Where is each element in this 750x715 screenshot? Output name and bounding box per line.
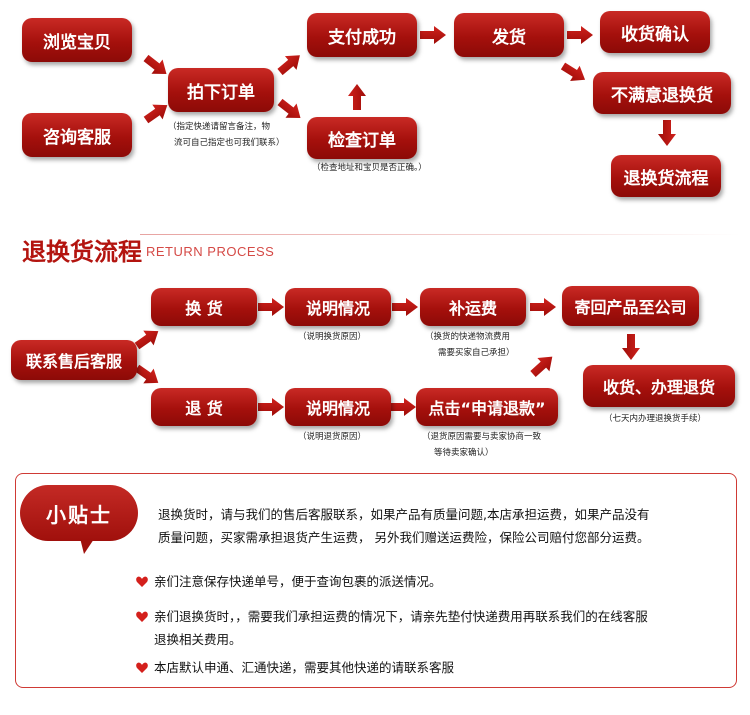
order-note-2: 流可自己指定也可我们联系） bbox=[174, 138, 285, 148]
node-exchange: 换 货 bbox=[151, 288, 257, 326]
node-send-back: 寄回产品至公司 bbox=[562, 286, 699, 326]
node-receive-label: 收货确认 bbox=[621, 24, 689, 45]
node-unhappy: 不满意退换货 bbox=[593, 72, 731, 114]
node-paid: 支付成功 bbox=[307, 13, 417, 57]
tip-3-line-2: 退换相关费用。 bbox=[154, 632, 242, 647]
node-apply-refund-label: 点击“申请退款” bbox=[428, 399, 546, 418]
node-ship-label: 发货 bbox=[492, 27, 526, 48]
tips-badge: 小贴士 bbox=[20, 485, 138, 541]
node-send-back-label: 寄回产品至公司 bbox=[574, 298, 687, 317]
node-consult: 咨询客服 bbox=[22, 113, 132, 157]
order-note-1: （指定快递请留言备注，物 bbox=[168, 122, 271, 132]
tip-2: 亲们注意保存快递单号，便于查询包裹的派送情况。 bbox=[154, 574, 442, 589]
node-finish-label: 收货、办理退货 bbox=[602, 378, 715, 397]
freight-note-2: 需要买家自己承担） bbox=[438, 348, 515, 358]
node-exchange-label: 换 货 bbox=[185, 299, 223, 318]
node-check: 检查订单 bbox=[307, 117, 417, 159]
node-explain-exchange: 说明情况 bbox=[285, 288, 391, 326]
node-explain-exchange-label: 说明情况 bbox=[305, 299, 370, 318]
node-explain-refund-label: 说明情况 bbox=[305, 399, 370, 418]
apply-note-1: （退货原因需要与卖家协商一致 bbox=[422, 432, 542, 442]
node-return-flow: 退换货流程 bbox=[611, 155, 721, 197]
tip-3-line-1: 亲们退换货时，，需要我们承担运费的情况下，请亲先垫付快递费用再联系我们的在线客服 bbox=[154, 609, 648, 624]
section-title-cn: 退换货流程 bbox=[22, 238, 142, 266]
tips-badge-label: 小贴士 bbox=[46, 502, 112, 527]
node-receive: 收货确认 bbox=[600, 11, 710, 53]
finish-note: （七天内办理退换货手续） bbox=[604, 414, 707, 424]
check-note: （检查地址和宝贝是否正确。） bbox=[312, 163, 427, 173]
node-unhappy-label: 不满意退换货 bbox=[611, 85, 713, 106]
node-explain-refund: 说明情况 bbox=[285, 388, 391, 426]
explain-exchange-note: （说明换货原因） bbox=[298, 332, 367, 342]
node-ship: 发货 bbox=[454, 13, 564, 57]
node-apply-refund: 点击“申请退款” bbox=[416, 388, 558, 426]
section-title: 退换货流程 RETURN PROCESS bbox=[22, 232, 274, 267]
node-freight: 补运费 bbox=[420, 288, 526, 326]
node-check-label: 检查订单 bbox=[328, 130, 396, 151]
node-freight-label: 补运费 bbox=[448, 299, 497, 318]
tip-1-line-2: 质量问题，买家需承担退货产生运费， 另外我们赠送运费险，保险公司赔付您部分运费。 bbox=[158, 530, 650, 545]
section-title-en: RETURN PROCESS bbox=[146, 244, 275, 259]
node-finish: 收货、办理退货 bbox=[583, 365, 735, 407]
tip-4: 本店默认申通、汇通快递，需要其他快递的请联系客服 bbox=[154, 660, 455, 675]
explain-refund-note: （说明退货原因） bbox=[298, 432, 367, 442]
node-consult-label: 咨询客服 bbox=[43, 127, 111, 148]
node-contact-service: 联系售后客服 bbox=[11, 340, 137, 380]
node-order-label: 拍下订单 bbox=[187, 82, 255, 103]
section-divider bbox=[140, 234, 740, 235]
node-paid-label: 支付成功 bbox=[328, 27, 396, 48]
node-order: 拍下订单 bbox=[168, 68, 274, 112]
node-browse-label: 浏览宝贝 bbox=[43, 32, 111, 53]
tip-1-line-1: 退换货时，请与我们的售后客服联系，如果产品有质量问题,本店承担运费，如果产品没有 bbox=[158, 507, 650, 522]
heart-icon bbox=[136, 611, 148, 622]
freight-note-1: （换货的快递物流费用 bbox=[425, 332, 511, 342]
node-return-flow-label: 退换货流程 bbox=[623, 168, 709, 189]
node-contact-label: 联系售后客服 bbox=[25, 352, 122, 371]
heart-icon bbox=[136, 662, 148, 673]
node-browse: 浏览宝贝 bbox=[22, 18, 132, 62]
apply-note-2: 等待卖家确认） bbox=[434, 448, 494, 458]
heart-icon bbox=[136, 576, 148, 587]
node-refund-label: 退 货 bbox=[185, 399, 223, 418]
node-refund: 退 货 bbox=[151, 388, 257, 426]
